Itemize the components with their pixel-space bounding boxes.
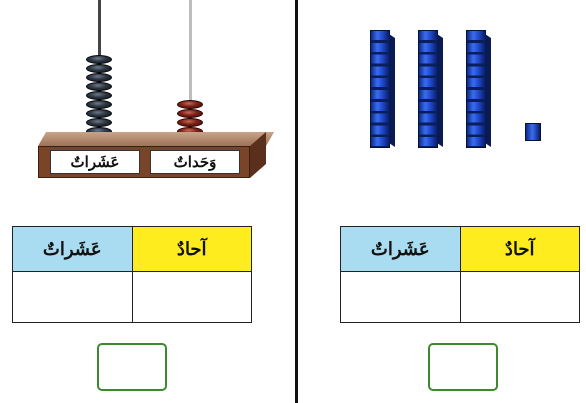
base-ten-blocks (360, 25, 560, 155)
abacus-label-units: وَحَداتٌ (150, 150, 240, 174)
abacus-base-side (250, 132, 266, 178)
abacus-bead (86, 100, 112, 109)
answer-box-left[interactable] (97, 343, 167, 391)
abacus-bead (86, 55, 112, 64)
tens-header: عَشَراتٌ (12, 226, 133, 272)
abacus-rod-units (189, 0, 192, 140)
tens-rod-block (466, 30, 486, 148)
abacus-bead (86, 82, 112, 91)
tens-rod-block (418, 30, 438, 148)
abacus: عَشَراتٌ وَحَداتٌ (30, 0, 275, 180)
tens-header: عَشَراتٌ (340, 226, 461, 272)
units-answer-cell[interactable] (459, 271, 580, 323)
tens-answer-cell[interactable] (12, 271, 133, 323)
abacus-bead (177, 100, 203, 109)
abacus-bead (177, 109, 203, 118)
panel-divider (295, 0, 298, 403)
units-header: آحادٌ (459, 226, 580, 272)
abacus-bead (86, 64, 112, 73)
tens-rod-block (370, 30, 390, 148)
abacus-base-top (38, 132, 275, 146)
unit-cube-block (525, 123, 541, 141)
tens-answer-cell[interactable] (340, 271, 461, 323)
abacus-bead (86, 109, 112, 118)
answer-box-right[interactable] (428, 343, 498, 391)
place-value-table-right: عَشَراتٌ آحادٌ (340, 226, 580, 323)
abacus-bead (86, 118, 112, 127)
abacus-label-tens: عَشَراتٌ (50, 150, 140, 174)
abacus-bead (177, 118, 203, 127)
units-header: آحادٌ (131, 226, 252, 272)
abacus-bead (86, 91, 112, 100)
place-value-table-left: عَشَراتٌ آحادٌ (12, 226, 252, 323)
units-answer-cell[interactable] (131, 271, 252, 323)
abacus-bead (86, 73, 112, 82)
